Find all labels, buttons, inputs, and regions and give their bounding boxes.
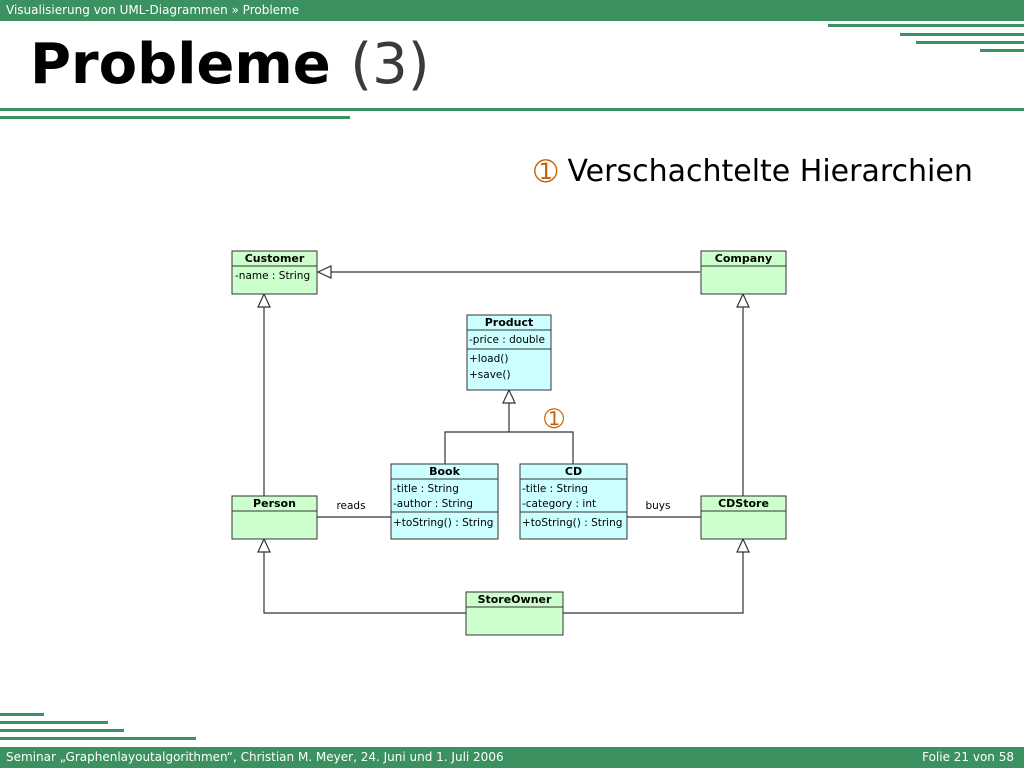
arrowhead-product [502, 388, 516, 404]
class-customer: Customer -name : String [231, 250, 318, 295]
class-attr: -category : int [522, 498, 596, 510]
title-underline [0, 116, 350, 119]
decor-line [0, 721, 108, 724]
title-number: (3) [350, 32, 430, 97]
bullet-text: Verschachtelte Hierarchien [567, 154, 973, 189]
page-title: Probleme (3) [30, 30, 430, 100]
diagram-edges [263, 271, 744, 614]
breadcrumb: Visualisierung von UML-Diagrammen » Prob… [0, 0, 1024, 21]
decor-line [900, 33, 1024, 36]
decor-line [828, 24, 1024, 27]
class-attr: -price : double [469, 334, 545, 346]
class-method: +toString() : String [522, 517, 622, 529]
class-name: CDStore [718, 497, 769, 510]
arrowhead-person [257, 537, 271, 553]
edge-storeowner-person [263, 552, 466, 614]
bullet-item: ➀ Verschachtelte Hierarchien [534, 154, 973, 189]
generalization-arrows [257, 265, 750, 553]
class-name: Book [429, 465, 460, 478]
class-name: CD [565, 465, 582, 478]
slide-number: Folie 21 von 58 [922, 750, 1014, 764]
class-attr: -name : String [235, 270, 310, 282]
class-method: +save() [469, 369, 511, 381]
class-name: Company [715, 252, 772, 265]
class-name: Person [253, 497, 296, 510]
class-book: Book -title : String -author : String +t… [390, 463, 499, 540]
class-name: StoreOwner [478, 593, 552, 606]
class-attr: -title : String [522, 483, 588, 495]
circled-one-icon: ➀ [534, 155, 558, 188]
class-attr: -title : String [393, 483, 459, 495]
class-attr: -author : String [393, 498, 473, 510]
arrowhead-customer-bottom [257, 292, 271, 308]
footer-bar: Seminar „Graphenlayoutalgorithmen“, Chri… [0, 747, 1024, 768]
arrowhead-customer [316, 265, 332, 279]
arrowhead-cdstore [736, 537, 750, 553]
class-storeowner: StoreOwner [465, 591, 564, 636]
decor-line [0, 737, 196, 740]
class-name: Product [485, 316, 534, 329]
class-person: Person [231, 495, 318, 540]
circled-one-icon: ➀ [544, 405, 564, 433]
class-company: Company [700, 250, 787, 295]
class-cdstore: CDStore [700, 495, 787, 540]
class-name: Customer [245, 252, 305, 265]
class-product: Product -price : double +load() +save() [466, 314, 552, 391]
title-main: Probleme [30, 32, 331, 97]
edge-storeowner-cdstore [563, 552, 744, 614]
association-label-reads: reads [336, 500, 365, 512]
decor-line [0, 713, 44, 716]
class-method: +load() [469, 353, 508, 365]
footer-left-text: Seminar „Graphenlayoutalgorithmen“, Chri… [6, 750, 504, 764]
class-cd: CD -title : String -category : int +toSt… [519, 463, 628, 540]
arrowhead-company-bottom [736, 292, 750, 308]
edge-book-cd-junction [444, 431, 574, 464]
decor-line [0, 729, 124, 732]
association-label-buys: buys [645, 500, 670, 512]
decor-line [916, 41, 1024, 44]
class-method: +toString() : String [393, 517, 493, 529]
title-underline [0, 108, 1024, 111]
decor-line [980, 49, 1024, 52]
